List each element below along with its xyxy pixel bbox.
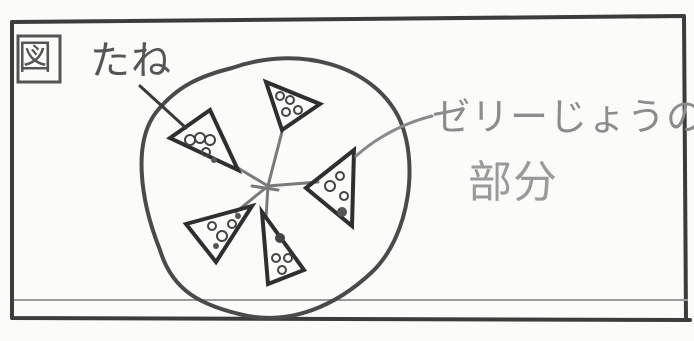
jelly-part-label-line2: 部分 [468,146,558,210]
seed-chamber-5 [262,212,304,284]
core-lines [236,128,318,218]
jelly-leader-line [356,116,432,156]
seed-chamber-4 [186,206,252,262]
seed-chamber-1 [170,110,238,170]
seed-chamber-3 [306,150,354,226]
seed-label: たね [90,28,172,86]
figure-mark-label: 図 [18,30,53,79]
jelly-part-label-line1: ゼリーじょうの [432,86,694,141]
seed-chamber-2 [266,82,320,130]
